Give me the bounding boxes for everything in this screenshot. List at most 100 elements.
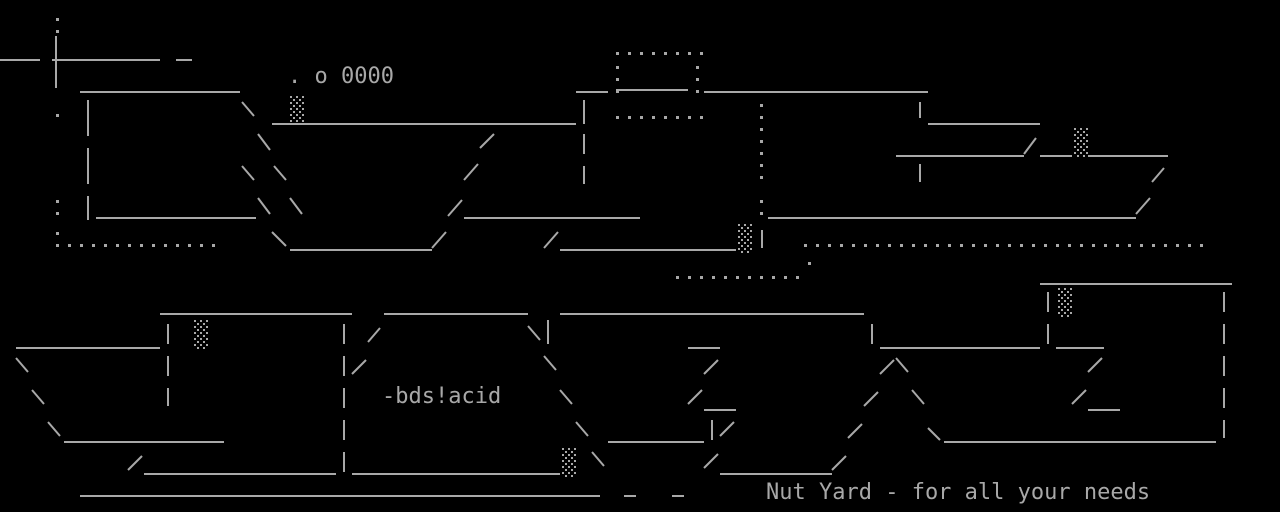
art-dot (1116, 244, 1119, 247)
art-stroke (257, 133, 271, 151)
art-stroke (575, 421, 589, 437)
art-dot (176, 244, 179, 247)
art-dot (748, 276, 751, 279)
art-dot (808, 262, 811, 265)
art-stroke (367, 327, 381, 343)
art-dot (760, 212, 763, 215)
art-dot (1032, 244, 1035, 247)
art-dot (760, 200, 763, 203)
art-dot (640, 116, 643, 119)
art-dot (1200, 244, 1203, 247)
art-dot (616, 66, 619, 69)
art-stroke (273, 165, 287, 181)
art-dot (56, 244, 59, 247)
art-dot (80, 244, 83, 247)
art-stroke (1087, 357, 1103, 373)
art-dot (972, 244, 975, 247)
art-dot (652, 116, 655, 119)
art-dot (760, 116, 763, 119)
art-dot (1128, 244, 1131, 247)
art-dot (628, 52, 631, 55)
art-dot (56, 200, 59, 203)
art-stroke (1023, 137, 1037, 155)
art-dot (960, 244, 963, 247)
shade-block (194, 320, 208, 349)
art-stroke (895, 357, 909, 373)
art-stroke (1071, 389, 1087, 405)
art-stroke (687, 389, 703, 405)
art-dot (852, 244, 855, 247)
shade-block (290, 96, 304, 125)
art-dot (56, 18, 59, 21)
art-dot (688, 276, 691, 279)
art-dot (56, 30, 59, 33)
art-dot (1056, 244, 1059, 247)
art-dot (640, 52, 643, 55)
art-stroke (847, 423, 863, 439)
art-dot (1140, 244, 1143, 247)
art-dot (760, 276, 763, 279)
art-dot (56, 232, 59, 235)
art-dot (1080, 244, 1083, 247)
art-stroke (431, 231, 447, 249)
art-dot (128, 244, 131, 247)
art-dot (92, 244, 95, 247)
art-dot (1020, 244, 1023, 247)
art-dot (664, 116, 667, 119)
art-dot (188, 244, 191, 247)
art-stroke (703, 359, 719, 375)
art-dot (840, 244, 843, 247)
art-stroke (527, 325, 541, 341)
art-dot (1008, 244, 1011, 247)
art-dot (1188, 244, 1191, 247)
shade-block (1058, 288, 1072, 317)
art-dot (996, 244, 999, 247)
art-stroke (351, 359, 367, 375)
art-stroke (863, 391, 879, 407)
art-stroke (463, 163, 479, 181)
art-dot (924, 244, 927, 247)
art-dot (760, 164, 763, 167)
art-dot (900, 244, 903, 247)
art-dot (760, 104, 763, 107)
art-dot (760, 176, 763, 179)
art-stroke (591, 451, 605, 467)
art-dot (652, 52, 655, 55)
art-dot (1092, 244, 1095, 247)
art-dot (56, 114, 59, 117)
art-dot (616, 90, 619, 93)
art-dot (56, 212, 59, 215)
art-stroke (241, 165, 255, 181)
art-stroke (241, 101, 255, 117)
art-dot (664, 52, 667, 55)
art-stroke (879, 359, 895, 375)
art-dot (1044, 244, 1047, 247)
art-stroke (1135, 197, 1151, 215)
art-dot (1152, 244, 1155, 247)
art-dot (616, 116, 619, 119)
art-dot (164, 244, 167, 247)
art-stroke (543, 231, 559, 249)
art-dot (760, 152, 763, 155)
art-dot (116, 244, 119, 247)
art-dot (696, 66, 699, 69)
art-dot (152, 244, 155, 247)
art-dot (1104, 244, 1107, 247)
art-dot (816, 244, 819, 247)
artist-tag: -bds!acid (382, 384, 502, 409)
art-dot (104, 244, 107, 247)
art-dot (804, 244, 807, 247)
art-dot (712, 276, 715, 279)
art-dot (864, 244, 867, 247)
art-dot (688, 52, 691, 55)
art-dot (936, 244, 939, 247)
art-dot (700, 116, 703, 119)
art-dot (616, 52, 619, 55)
art-stroke (559, 389, 573, 405)
art-dot (760, 128, 763, 131)
art-stroke (271, 231, 287, 247)
art-dot (1068, 244, 1071, 247)
art-dot (984, 244, 987, 247)
art-dot (212, 244, 215, 247)
